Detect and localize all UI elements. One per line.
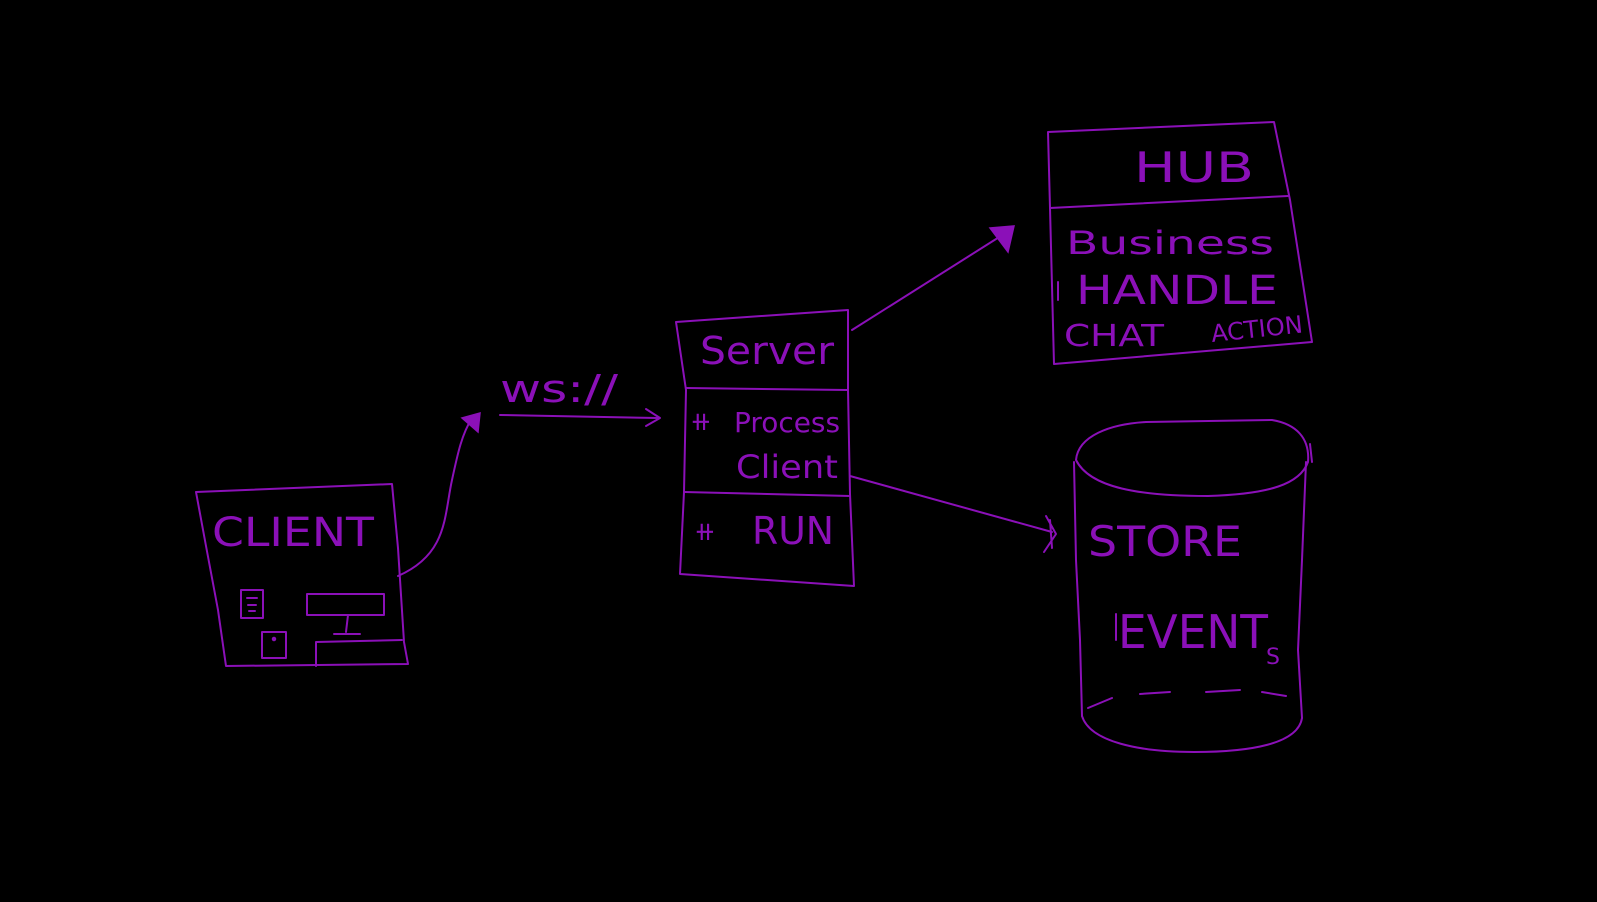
- store-cylinder-back-dashes: [1087, 689, 1287, 709]
- server-to-hub-arrowhead: [988, 225, 1015, 254]
- store-line1: EVENT: [1118, 605, 1269, 659]
- store-cylinder-top: [1075, 419, 1310, 497]
- server-process-label-line2: Client: [736, 448, 838, 486]
- server-process-label: Process: [734, 406, 840, 439]
- client-box-outline: [195, 483, 409, 667]
- server-box-outline: [675, 309, 855, 587]
- server-divider-2: [683, 491, 851, 497]
- hub-line2: HANDLE: [1076, 268, 1278, 314]
- hub-divider: [1049, 195, 1289, 209]
- hub-line1: Business: [1066, 224, 1274, 262]
- client-title: CLIENT: [212, 510, 375, 556]
- server-run-bullet: ⧺: [694, 517, 716, 547]
- server-node: Server ⧺ Process Client ⧺ RUN: [675, 309, 855, 587]
- store-line1-sub: S: [1266, 645, 1280, 670]
- store-cylinder-right: [1297, 461, 1307, 719]
- hub-node: HUB Business HANDLE CHAT ACTION: [1047, 121, 1313, 365]
- server-divider-1: [685, 387, 849, 391]
- store-cylinder-left: [1073, 461, 1083, 717]
- client-uplink-arrow: [397, 417, 473, 577]
- server-to-hub-arrow: [851, 233, 1005, 331]
- server-to-store-arrow: [849, 475, 1053, 533]
- hub-line3a: CHAT: [1064, 319, 1165, 354]
- store-title: STORE: [1088, 517, 1242, 566]
- client-square-dot: [271, 636, 277, 642]
- server-run-label: RUN: [752, 509, 834, 553]
- hub-title: HUB: [1134, 143, 1254, 192]
- client-keyboard-shape: [315, 639, 403, 667]
- connection-label: ws://: [500, 367, 618, 411]
- ws-arrow-line: [499, 414, 659, 419]
- client-square-icon: [261, 631, 287, 659]
- client-device-icon: [240, 589, 264, 619]
- client-monitor-icon: [306, 593, 385, 616]
- hub-line3b: ACTION: [1210, 311, 1304, 348]
- client-node: CLIENT: [195, 483, 409, 667]
- client-uplink-arrowhead: [460, 411, 481, 434]
- store-side-tick: [1309, 443, 1313, 463]
- server-title: Server: [700, 329, 834, 373]
- store-cylinder-bottom: [1081, 715, 1303, 753]
- server-process-bullet: ⧺: [690, 407, 712, 437]
- ws-arrow-head: [645, 408, 661, 427]
- client-device-icon-lines: [246, 597, 258, 612]
- store-node: STORE EVENT S: [1073, 419, 1313, 753]
- client-monitor-stand: [333, 614, 361, 635]
- server-to-store-arrowhead: [1043, 515, 1057, 553]
